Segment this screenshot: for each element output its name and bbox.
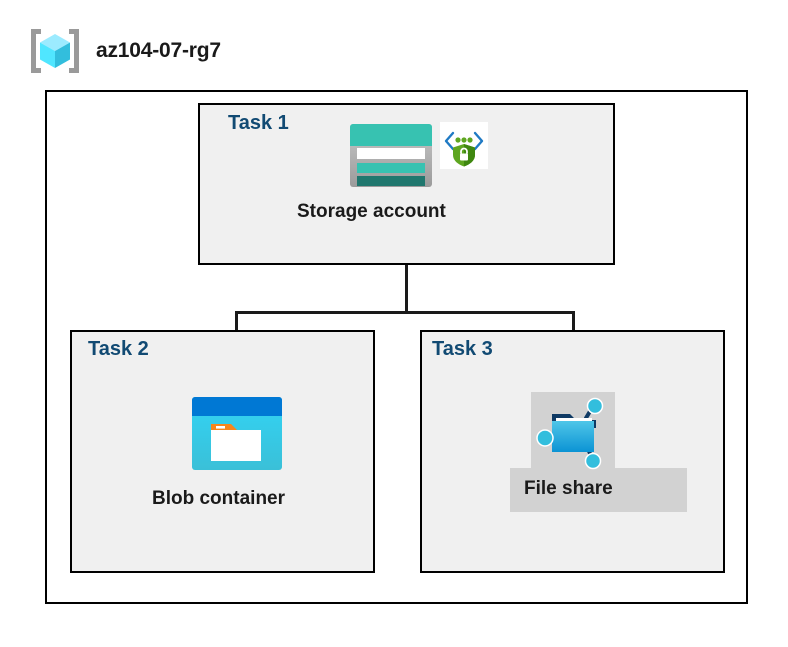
connector-trunk xyxy=(405,265,408,314)
blob-container-label: Blob container xyxy=(152,488,286,509)
storage-account-label: Storage account xyxy=(297,201,446,222)
resource-group-icon xyxy=(31,29,79,73)
header: az104-07-rg7 xyxy=(28,26,221,76)
connector-horizontal xyxy=(235,311,575,314)
task-3-label: Task 3 xyxy=(432,338,493,360)
storage-account-icon xyxy=(350,124,432,187)
storage-account-node[interactable] xyxy=(348,122,488,189)
resource-group-title: az104-07-rg7 xyxy=(96,39,221,62)
file-share-icon[interactable] xyxy=(536,394,612,470)
task-1-label: Task 1 xyxy=(228,112,289,134)
task-2-label: Task 2 xyxy=(88,338,149,360)
encryption-shield-icon xyxy=(440,122,488,169)
file-share-label: File share xyxy=(524,478,613,499)
file-share-label-highlight xyxy=(510,468,687,512)
blob-container-icon[interactable] xyxy=(191,396,283,471)
